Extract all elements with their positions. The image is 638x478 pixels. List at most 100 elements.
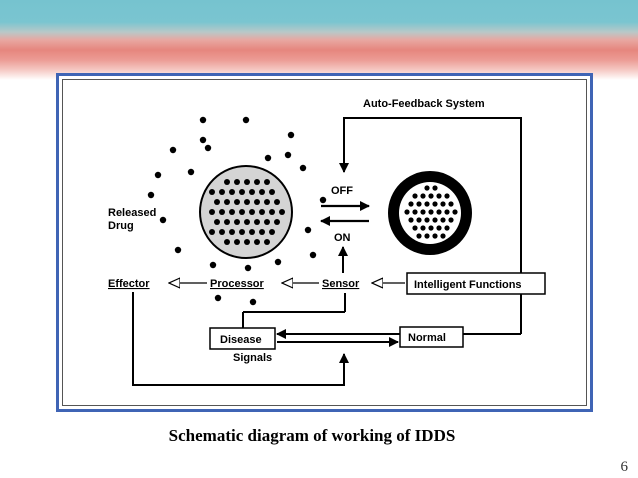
sphere-drug-dot: [234, 219, 240, 225]
sphere-drug-dot: [234, 199, 240, 205]
closed-sphere-drug-dot: [416, 217, 422, 223]
closed-sphere-drug-dot: [420, 209, 426, 215]
closed-sphere-drug-dot: [436, 209, 442, 215]
released-drug-dot: [304, 226, 312, 234]
released-drug-dot: [174, 246, 182, 254]
sphere-drug-dot: [269, 209, 275, 215]
disease-label: Disease: [220, 334, 262, 346]
released-drug-dots: [147, 116, 327, 306]
sphere-drug-dot: [244, 179, 250, 185]
closed-sphere-drug-dot: [444, 209, 450, 215]
closed-sphere-drug-dot: [424, 185, 430, 191]
effector-feedback-line: [132, 292, 349, 386]
sphere-drug-dot: [254, 219, 260, 225]
processor-label: Processor: [210, 278, 265, 290]
released-drug-dot: [299, 164, 307, 172]
closed-sphere-drug-dot: [432, 185, 438, 191]
intelligent-functions-box: [406, 272, 546, 295]
released-drug-dot: [242, 116, 250, 124]
released-drug-dot: [147, 191, 155, 199]
sphere-drug-dot: [249, 209, 255, 215]
sphere-drug-dot: [264, 179, 270, 185]
closed-sphere-drug-dot: [448, 217, 454, 223]
closed-sphere-drug-dot: [440, 217, 446, 223]
released-drug-dot: [214, 294, 222, 302]
sphere-drug-dot: [229, 189, 235, 195]
closed-sphere-drug-dot: [416, 201, 422, 207]
sphere-drug-dot: [214, 219, 220, 225]
sphere-drug-dot: [239, 209, 245, 215]
sphere-drug-dot: [264, 199, 270, 205]
sphere-drug-dot: [264, 219, 270, 225]
sphere-drug-dot: [239, 189, 245, 195]
closed-sphere-drug-dot: [424, 233, 430, 239]
closed-sphere-drug-dot: [408, 217, 414, 223]
released-drug-dot: [204, 144, 212, 152]
closed-sphere-drug-dot: [412, 209, 418, 215]
drug-release-sphere: [199, 165, 293, 259]
slide-caption: Schematic diagram of working of IDDS: [168, 426, 456, 445]
closed-sphere-drug-dot: [436, 225, 442, 231]
closed-sphere-drug-dot: [432, 233, 438, 239]
sphere-drug-dot: [219, 189, 225, 195]
closed-sphere-drug-dot: [440, 233, 446, 239]
closed-sphere: [388, 171, 472, 255]
sphere-drug-dot: [259, 229, 265, 235]
sphere-drug-dot: [239, 229, 245, 235]
closed-sphere-drug-dot: [432, 217, 438, 223]
sphere-drug-dot: [274, 199, 280, 205]
sphere-drug-dot: [279, 209, 285, 215]
closed-sphere-drug-dot: [420, 193, 426, 199]
header-band: [0, 0, 638, 80]
closed-sphere-drug-dot: [452, 209, 458, 215]
sphere-drug-dot: [269, 229, 275, 235]
released-drug-dot: [274, 258, 282, 266]
released-drug-dot: [264, 154, 272, 162]
closed-sphere-drug-dot: [428, 209, 434, 215]
signals-label: Signals: [233, 352, 272, 364]
closed-sphere-drug-dot: [440, 201, 446, 207]
released-drug-dot: [209, 261, 217, 269]
sphere-drug-dot: [244, 219, 250, 225]
released-drug-dot: [309, 251, 317, 259]
sphere-drug-dot: [219, 229, 225, 235]
sphere-drug-dot: [229, 209, 235, 215]
closed-sphere-drug-dot: [448, 201, 454, 207]
idds-diagram: Auto-Feedback System OFF ON Released Dru…: [62, 79, 587, 406]
auto-feedback-loop-line: [339, 117, 522, 323]
closed-sphere-drug-dot: [436, 193, 442, 199]
sphere-drug-dot: [244, 239, 250, 245]
sphere-drug-dot: [259, 209, 265, 215]
closed-sphere-drug-dot: [420, 225, 426, 231]
closed-sphere-drug-dot: [428, 225, 434, 231]
closed-sphere-drug-dot: [432, 201, 438, 207]
sphere-drug-dot: [209, 229, 215, 235]
released-drug-label-line2: Drug: [108, 220, 134, 232]
sphere-drug-dot: [249, 229, 255, 235]
sphere-drug-dot: [254, 239, 260, 245]
normal-box: [399, 326, 464, 348]
auto-feedback-label: Auto-Feedback System: [363, 98, 485, 110]
released-drug-dot: [249, 298, 257, 306]
sphere-drug-dot: [274, 219, 280, 225]
closed-sphere-drug-dot: [428, 193, 434, 199]
closed-sphere-drug-dot: [444, 193, 450, 199]
page-number: 6: [620, 459, 629, 475]
effector-label: Effector: [108, 278, 150, 290]
sphere-drug-dot: [234, 239, 240, 245]
sphere-drug-dot: [254, 199, 260, 205]
released-drug-dot: [187, 168, 195, 176]
normal-label: Normal: [408, 332, 446, 344]
sphere-drug-dot: [234, 179, 240, 185]
closed-sphere-drug-dot: [412, 225, 418, 231]
released-drug-dot: [284, 151, 292, 159]
idds-schematic-svg: Auto-Feedback System OFF ON Released Dru…: [108, 98, 546, 386]
released-drug-dot: [154, 171, 162, 179]
closed-sphere-drug-dot: [424, 201, 430, 207]
off-label: OFF: [331, 185, 353, 197]
sphere-drug-dot: [249, 189, 255, 195]
sphere-drug-dot: [214, 199, 220, 205]
sphere-drug-dot: [224, 179, 230, 185]
released-drug-dot: [319, 196, 327, 204]
released-drug-dot: [287, 131, 295, 139]
